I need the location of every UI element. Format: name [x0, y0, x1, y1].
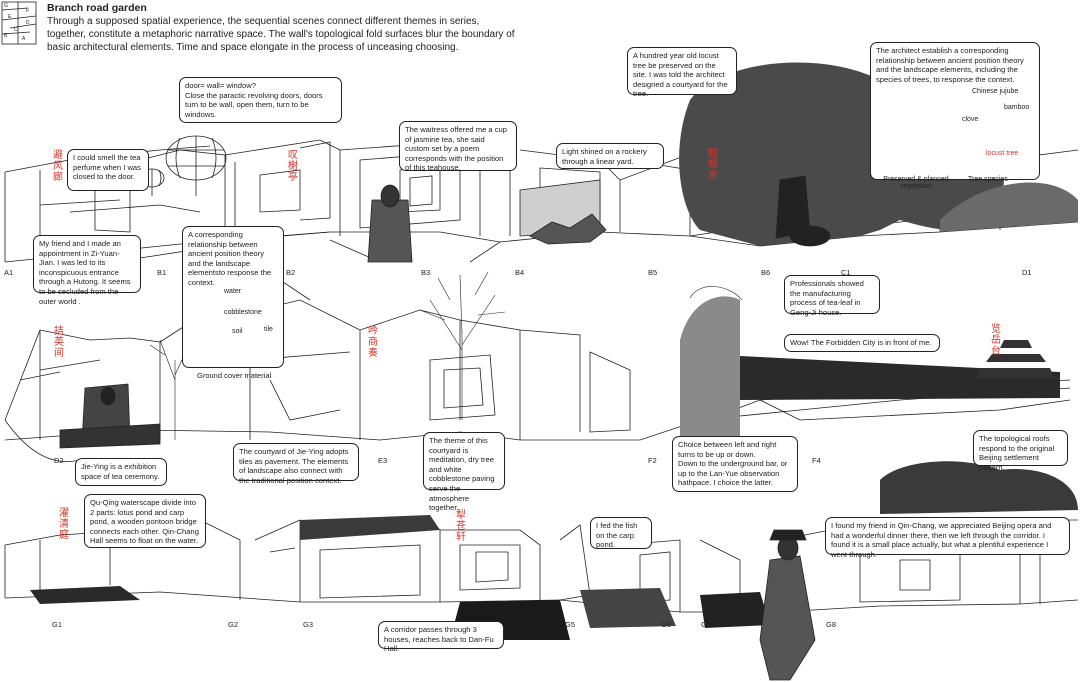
species-label-locust: locust tree [986, 150, 1019, 157]
ground-legend-soil: soil [232, 328, 243, 335]
ground-legend-water: water [224, 288, 242, 295]
key-letter: E [8, 14, 12, 20]
scene-label: D2 [54, 456, 64, 465]
note-jieying-exhibition: Jie-Ying is a exhibition space of tea ce… [75, 458, 167, 486]
scene-label: B5 [648, 268, 658, 277]
note-quqing-waterscape: Qu-Qing waterscape divide into 2 parts: … [84, 494, 206, 548]
scene-label: B2 [286, 268, 296, 277]
scene-label: F2 [648, 456, 657, 465]
key-letter: G [4, 3, 8, 9]
note-door-wall-window: door= wall= window? Close the paractic r… [179, 77, 342, 123]
scene-label: B6 [761, 268, 771, 277]
species-label-bamboo: bamboo [1004, 104, 1030, 111]
cn-label-zhuoqing: 濯清庭 [59, 508, 69, 541]
ground-legend-title: Ground cover material [197, 371, 272, 380]
scene-label: G8 [826, 620, 837, 629]
scene-label: B3 [421, 268, 431, 277]
opera-performer-photo [759, 529, 816, 681]
cn-label-tanxie: 叹榭亭 [288, 150, 298, 183]
note-waitress: The waitress offered me a cup of jasmine… [399, 121, 517, 172]
scene-label: B4 [515, 268, 525, 277]
cn-label-jieying: 拮英间 [54, 326, 64, 359]
veg-legend-title: Preserved & planned vegetation [883, 176, 949, 190]
cn-label-lanyue: 览岳台 [991, 324, 1001, 357]
key-letter: B [4, 33, 8, 39]
cn-label-bifeng: 避风廊 [53, 150, 63, 183]
note-friend-appointment: My friend and I made an appointment in Z… [33, 235, 141, 306]
rockery-image [519, 179, 607, 245]
note-qinchang: I found my friend in Qin-Chang, we appre… [825, 517, 1070, 559]
note-jieying-courtyard: The courtyard of Jie-Ying adopts tiles a… [233, 443, 359, 485]
scene-label: C1 [841, 268, 851, 277]
note-locust-tree: A hundred year old locust tree be preser… [627, 47, 737, 98]
key-letter: A [22, 36, 26, 42]
tea-ceremony-photo [59, 383, 161, 449]
scene-label: A1 [4, 268, 14, 277]
note-rockery-light: Light shined on a rockery through a line… [556, 143, 664, 169]
ground-legend-cobblestone: cobblestone [224, 309, 262, 316]
species-legend-title: Tree species [968, 176, 1008, 183]
key-letter: D [26, 20, 30, 26]
scene-label: D1 [1022, 268, 1032, 277]
scene-label: F4 [812, 456, 821, 465]
red-lantern-drawing [139, 135, 227, 196]
key-letter: F [26, 8, 30, 14]
note-corresponding-text: A corresponding relationship between anc… [188, 230, 272, 287]
note-meditation: The theme of this courtyard is meditatio… [423, 432, 505, 512]
scene-label: G6 [661, 620, 672, 629]
scene-label: E3 [378, 456, 388, 465]
note-professionals: Professionals showed the manufacturing p… [784, 275, 880, 317]
cn-label-fanying: 翻樱舍 [708, 148, 718, 181]
scene-label: G3 [303, 620, 314, 629]
scene-label: G7 [701, 620, 712, 629]
key-letter: C [14, 27, 18, 33]
note-fed-fish: I fed the fish on the carp pond. [590, 517, 652, 549]
scene-label: G5 [565, 620, 576, 629]
scene-label: B1 [157, 268, 167, 277]
dry-tree-drawing [419, 271, 506, 420]
cn-label-licang: 犁苍轩 [456, 510, 466, 543]
pond-fills [30, 515, 770, 640]
note-choice: Choice between left and right turns to b… [672, 436, 798, 492]
note-forbidden-city: Wow! The Forbidden City is in front of m… [784, 334, 940, 352]
tree-canopy-g8 [880, 461, 1078, 514]
note-topological-roofs: The topological roofs respond to the ori… [973, 430, 1068, 472]
ground-legend-tile: tile [264, 326, 273, 333]
note-architect-text: The architect establish a corresponding … [876, 46, 1024, 84]
waitress-photo [367, 184, 413, 263]
note-tea-perfume: I could smell the tea perfume when I was… [67, 149, 149, 191]
note-corresponding: A corresponding relationship between anc… [182, 226, 284, 368]
scene-label: G2 [228, 620, 239, 629]
species-label-clove: clove [962, 116, 979, 123]
note-corridor: A corridor passes through 3 houses, reac… [378, 621, 504, 653]
site-key-diagram [1, 1, 37, 45]
forbidden-city-image [680, 286, 1060, 440]
note-architect-context: The architect establish a corresponding … [870, 42, 1040, 180]
species-label-jujube: Chinese jujube [972, 88, 1019, 95]
poster-title: Branch road garden [47, 2, 147, 14]
poster-intro: Through a supposed spatial experience, t… [47, 16, 515, 53]
cn-label-yinshang: 吟商奏 [368, 326, 378, 359]
scene-label: G1 [52, 620, 63, 629]
